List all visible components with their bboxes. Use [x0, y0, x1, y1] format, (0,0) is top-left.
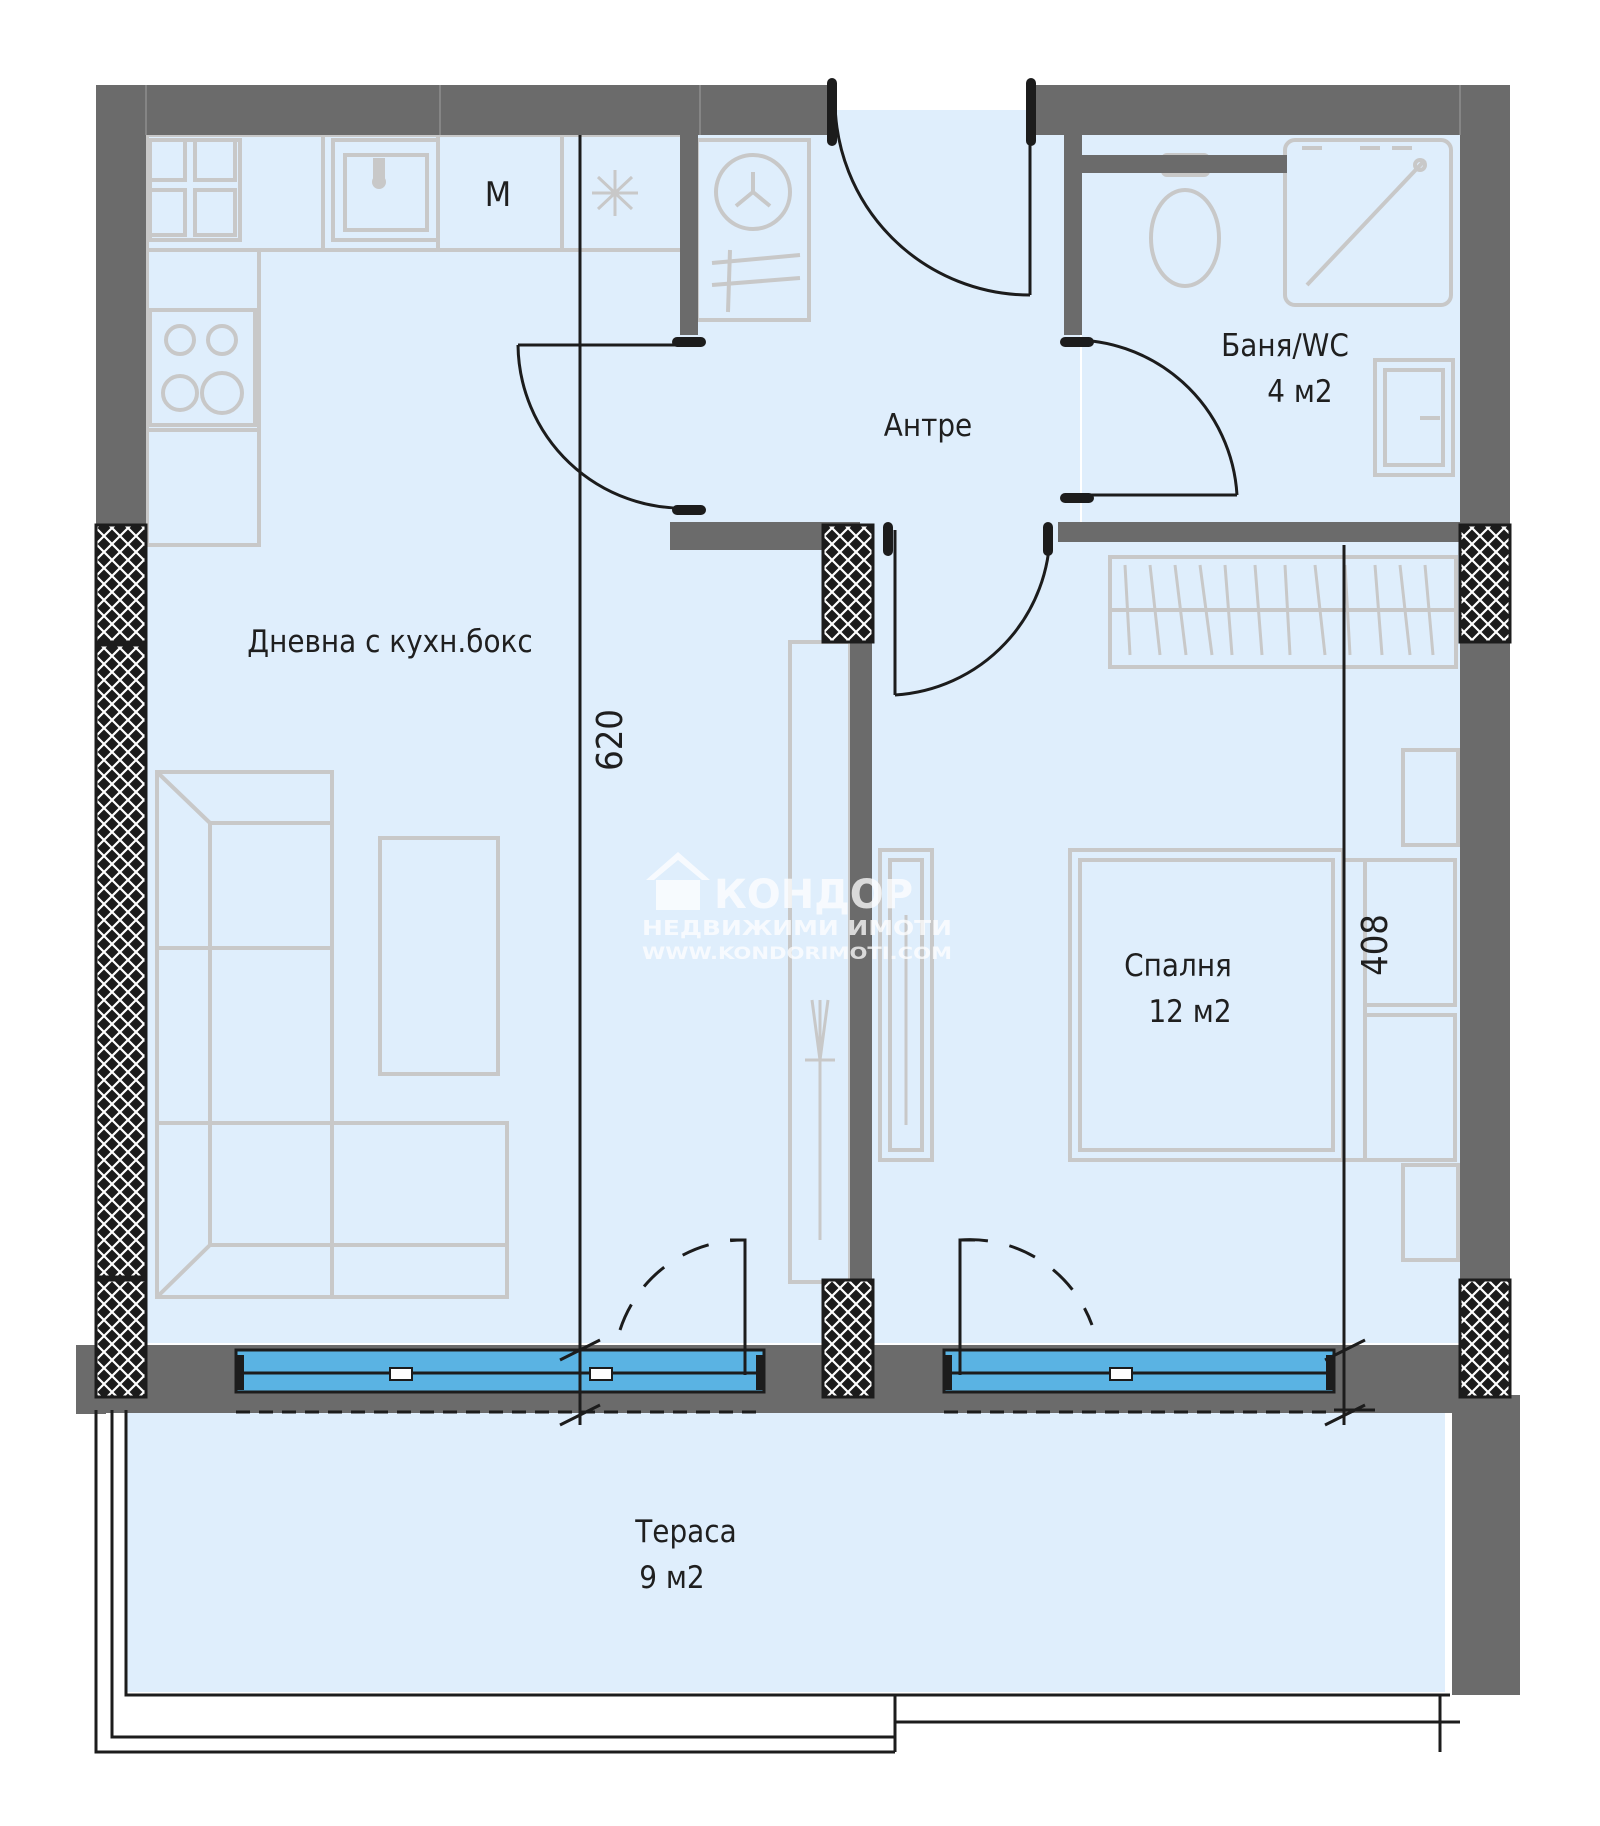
bathroom-fixtures — [1149, 138, 1455, 477]
living-door-swing — [618, 1238, 746, 1331]
coffee-table — [378, 836, 500, 1076]
column-west-middle — [94, 643, 148, 1279]
washbasin — [1373, 358, 1455, 477]
watermark-url: WWW.KONDORIMOTI.COM — [642, 944, 952, 964]
kitchen-entrance-partition — [680, 135, 698, 335]
column-west-bottom — [94, 1278, 148, 1399]
nightstand — [1401, 748, 1460, 847]
bedroom-door — [893, 529, 1052, 697]
dimension-bedroom-depth: 408 — [1355, 914, 1396, 976]
kitchen-door — [516, 343, 691, 510]
tv-cabinet — [878, 848, 934, 1162]
bedroom-sliding-door — [942, 1348, 1336, 1394]
terrace-floor — [125, 1410, 1445, 1692]
watermark: КОНДОР НЕДВИЖИМИ ИМОТИ WWW.KONDORIMOTI.C… — [642, 852, 952, 964]
room-area-bathroom: 4 м2 — [1267, 374, 1332, 410]
structural-columns — [94, 523, 1512, 1399]
shower — [1283, 138, 1453, 307]
room-area-terrace: 9 м2 — [639, 1560, 704, 1596]
cooktop — [148, 308, 257, 427]
bedroom-door-swing — [959, 1238, 1094, 1326]
room-label-bathroom: Баня/WC — [1221, 328, 1349, 364]
dimension-lines — [559, 135, 1375, 1427]
room-area-bedroom: 12 м2 — [1148, 994, 1231, 1030]
west-wall — [96, 85, 146, 533]
column-west-top — [94, 523, 148, 644]
dimension-living-depth: 620 — [590, 709, 631, 771]
terrace-west-post — [76, 1400, 106, 1414]
bedroom-north-wall — [1058, 522, 1460, 542]
room-label-entrance: Антре — [884, 408, 972, 444]
room-label-bedroom: Спалня — [1124, 948, 1232, 984]
door-jambs — [672, 78, 1094, 556]
watermark-brand: КОНДОР — [714, 872, 913, 918]
bathroom-door — [1064, 338, 1239, 497]
room-label-terrace: Тераса — [634, 1514, 736, 1550]
wardrobe — [1108, 555, 1458, 669]
kitchen — [145, 133, 684, 547]
living-sliding-door — [234, 1348, 766, 1394]
living-bedroom-partition — [850, 530, 872, 1350]
bath-niche-wall — [1082, 155, 1287, 173]
washing-machine — [695, 138, 811, 322]
glass-doors — [234, 1348, 1336, 1394]
terrace-railing — [94, 1410, 1460, 1754]
watermark-subtitle: НЕДВИЖИМИ ИМОТИ — [642, 916, 952, 940]
living-furniture — [155, 640, 852, 1299]
north-wall-left — [96, 85, 830, 135]
house-logo-icon — [646, 852, 710, 910]
nightstand — [1401, 1163, 1460, 1262]
terrace-east-wall — [1452, 1395, 1520, 1695]
column-east-top — [1458, 523, 1512, 644]
column-center-top — [821, 523, 875, 644]
walls — [76, 85, 1520, 1695]
microwave-label: M — [485, 175, 511, 215]
entrance-bath-partition — [1064, 135, 1082, 335]
column-center-bottom — [821, 1278, 875, 1399]
column-east-bottom — [1458, 1278, 1512, 1399]
north-wall-right — [1036, 85, 1510, 135]
sofa — [155, 770, 509, 1299]
east-wall — [1460, 85, 1510, 1295]
fridge-icon — [592, 170, 638, 216]
interior-doors — [516, 90, 1239, 697]
room-label-living: Дневна с кухн.бокс — [247, 624, 532, 660]
